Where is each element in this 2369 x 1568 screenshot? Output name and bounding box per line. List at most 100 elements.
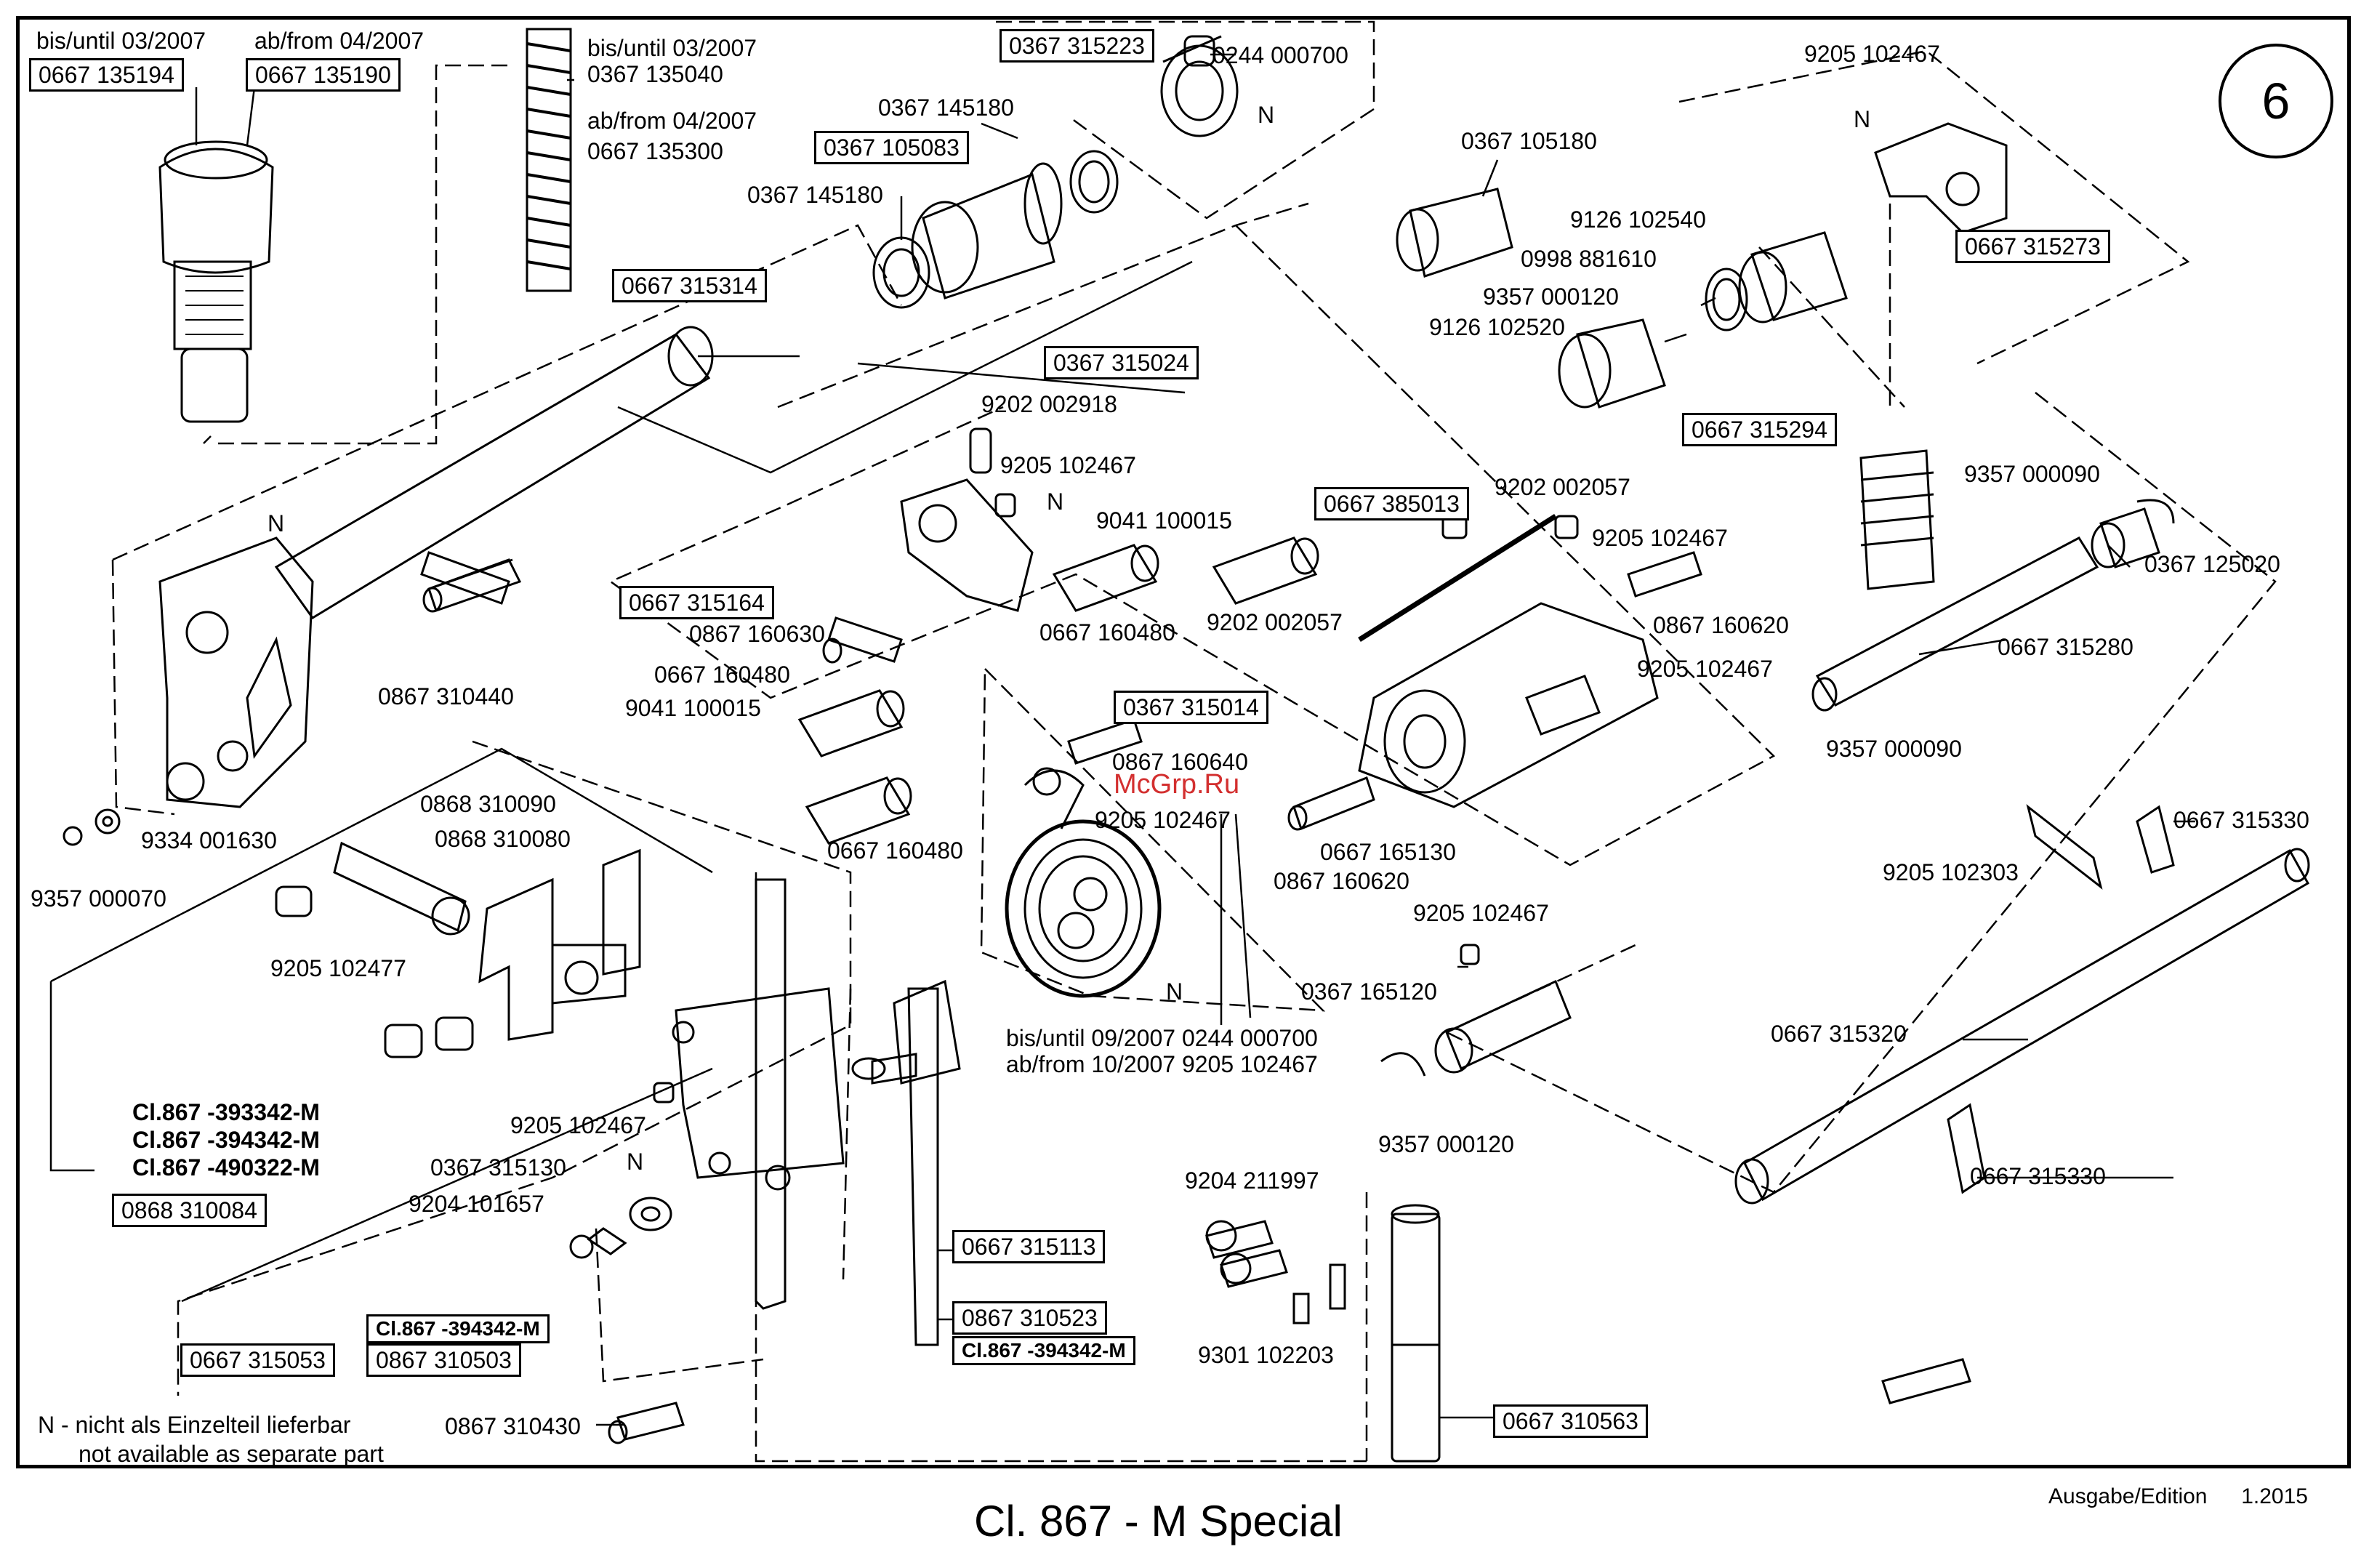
- part-9126-102540[interactable]: 9126 102540: [1570, 206, 1706, 233]
- part-0367-135040[interactable]: 0367 135040: [587, 61, 723, 87]
- sheet-number-badge: 6: [2219, 44, 2333, 158]
- bushing-group-top: [872, 35, 1239, 309]
- part-0367-125020[interactable]: 0367 125020: [2144, 551, 2280, 577]
- part-0868-310090[interactable]: 0868 310090: [420, 791, 556, 817]
- part-0667-135300[interactable]: 0667 135300: [587, 138, 723, 164]
- part-0867-160630[interactable]: 0867 160630: [689, 621, 825, 647]
- part-0667-315314[interactable]: 0667 315314: [612, 269, 767, 302]
- part-0367-165120[interactable]: 0367 165120: [1301, 978, 1437, 1005]
- part-0868-310084[interactable]: 0868 310084: [112, 1194, 267, 1227]
- part-9202-002057-a[interactable]: 9202 002057: [1207, 609, 1343, 635]
- part-9205-102467-e[interactable]: 9205 102467: [1095, 807, 1231, 833]
- knob-from-note: ab/from 04/2007: [254, 28, 425, 54]
- legend-line-1: N - nicht als Einzelteil lieferbar: [38, 1412, 351, 1438]
- part-0868-310080[interactable]: 0868 310080: [435, 826, 571, 852]
- part-0667-315280[interactable]: 0667 315280: [1998, 634, 2133, 660]
- part-9205-102467-b[interactable]: 9205 102467: [1000, 452, 1136, 478]
- class-box-1: Cl.867 -394342-M: [366, 1314, 550, 1343]
- sheet-number: 6: [2261, 73, 2290, 129]
- part-0667-315273[interactable]: 0667 315273: [1955, 230, 2110, 263]
- part-0867-160620-b[interactable]: 0867 160620: [1274, 868, 1409, 894]
- part-0667-315053[interactable]: 0667 315053: [180, 1343, 335, 1377]
- part-0244-000700[interactable]: 0244 000700: [1212, 42, 1348, 68]
- cam-from-note: ab/from 10/2007 9205 102467: [1006, 1051, 1318, 1077]
- part-9334-001630[interactable]: 9334 001630: [141, 827, 277, 853]
- part-9357-000120-b[interactable]: 9357 000120: [1378, 1131, 1514, 1157]
- part-9205-102477[interactable]: 9205 102477: [270, 955, 406, 981]
- spring-until-note: bis/until 03/2007: [587, 35, 757, 61]
- part-0367-315130[interactable]: 0367 315130: [430, 1154, 566, 1181]
- part-0667-160480-b[interactable]: 0667 160480: [654, 662, 790, 688]
- part-0867-310523[interactable]: 0867 310523: [952, 1301, 1107, 1335]
- part-9357-000090-b[interactable]: 9357 000090: [1826, 736, 1962, 762]
- cam-plate: [1005, 767, 1162, 998]
- pins: [420, 551, 1971, 1404]
- part-0667-385013[interactable]: 0667 385013: [1314, 487, 1469, 520]
- bottom-center-fasteners: [1205, 1204, 1441, 1463]
- part-0667-315294[interactable]: 0667 315294: [1682, 413, 1837, 446]
- part-9205-102467-c[interactable]: 9205 102467: [1592, 525, 1728, 551]
- part-9204-211997[interactable]: 9204 211997: [1185, 1167, 1319, 1194]
- callout-outlines: [49, 260, 1193, 1303]
- part-0367-315024[interactable]: 0367 315024: [1044, 346, 1199, 379]
- part-0367-315223[interactable]: 0367 315223: [1000, 29, 1154, 63]
- part-0667-315320[interactable]: 0667 315320: [1771, 1021, 1907, 1047]
- class-note-1: Cl.867 -393342-M: [132, 1099, 320, 1125]
- part-0667-315330-b[interactable]: 0667 315330: [1970, 1163, 2106, 1189]
- part-0867-310440[interactable]: 0867 310440: [378, 683, 514, 709]
- part-0667-315164[interactable]: 0667 315164: [619, 586, 774, 619]
- part-9126-102520[interactable]: 9126 102520: [1429, 314, 1565, 340]
- part-9205-102303[interactable]: 9205 102303: [1883, 859, 2019, 885]
- part-9357-000070[interactable]: 9357 000070: [31, 885, 166, 912]
- part-0667-160480-c[interactable]: 0667 160480: [827, 837, 963, 864]
- n-marker-collar: N: [1258, 102, 1275, 128]
- shaft-315320: [1734, 804, 2310, 1205]
- part-9202-002918[interactable]: 9202 002918: [981, 391, 1117, 417]
- part-0867-160620-a[interactable]: 0867 160620: [1653, 612, 1789, 638]
- slide-bracket: [275, 841, 641, 1058]
- legend-line-2: not available as separate part: [79, 1441, 384, 1467]
- bar-assembly: [672, 878, 961, 1346]
- part-9205-102467-g[interactable]: 9205 102467: [510, 1112, 646, 1138]
- link-pieces: [797, 536, 1319, 845]
- part-9041-100015-b[interactable]: 9041 100015: [625, 695, 761, 721]
- part-0667-310563[interactable]: 0667 310563: [1493, 1404, 1648, 1438]
- cam-until-note: bis/until 09/2007 0244 000700: [1006, 1025, 1318, 1051]
- middle-right-parts: [1380, 944, 1572, 1077]
- part-9205-102467-d[interactable]: 9205 102467: [1637, 656, 1773, 682]
- upper-right-parts: [1396, 122, 2008, 590]
- n-marker-clamp: N: [1047, 489, 1064, 515]
- edition-value: 1.2015: [2241, 1484, 2308, 1508]
- bottom-left-fasteners: [63, 808, 685, 1444]
- part-0867-310430[interactable]: 0867 310430: [445, 1413, 581, 1439]
- part-9204-101657[interactable]: 9204 101657: [409, 1191, 544, 1217]
- n-marker-top: N: [1854, 106, 1871, 132]
- part-0998-881610[interactable]: 0998 881610: [1521, 246, 1657, 272]
- part-9041-100015-a[interactable]: 9041 100015: [1096, 507, 1232, 534]
- class-note-3: Cl.867 -490322-M: [132, 1154, 320, 1181]
- part-9357-000120-a[interactable]: 9357 000120: [1483, 284, 1619, 310]
- knob-assembly: [158, 140, 274, 423]
- part-0367-315014[interactable]: 0367 315014: [1114, 691, 1268, 724]
- part-0667-160480-a[interactable]: 0667 160480: [1039, 619, 1175, 646]
- part-9205-102467-f[interactable]: 9205 102467: [1413, 900, 1549, 926]
- part-0667-315113[interactable]: 0667 315113: [952, 1230, 1106, 1263]
- part-0667-135194[interactable]: 0667 135194: [29, 58, 184, 92]
- pressure-spring: [526, 28, 572, 292]
- n-marker-cam: N: [1166, 978, 1183, 1005]
- part-0667-165130[interactable]: 0667 165130: [1320, 839, 1456, 865]
- part-0367-145180-b[interactable]: 0367 145180: [747, 182, 883, 208]
- part-9301-102203[interactable]: 9301 102203: [1198, 1342, 1334, 1368]
- part-0367-105083[interactable]: 0367 105083: [814, 131, 969, 164]
- watermark: McGrp.Ru: [1114, 769, 1240, 800]
- part-0867-160640[interactable]: 0867 160640: [1112, 749, 1248, 775]
- part-0667-135190[interactable]: 0667 135190: [246, 58, 401, 92]
- part-0367-145180-a[interactable]: 0367 145180: [878, 95, 1014, 121]
- part-9205-102467-top[interactable]: 9205 102467: [1804, 41, 1940, 67]
- part-9202-002057-b[interactable]: 9202 002057: [1495, 474, 1630, 500]
- part-0367-105180[interactable]: 0367 105180: [1461, 128, 1597, 154]
- part-9357-000090-a[interactable]: 9357 000090: [1964, 461, 2100, 487]
- part-0667-315330-a[interactable]: 0667 315330: [2173, 807, 2309, 833]
- part-0867-310503[interactable]: 0867 310503: [366, 1343, 521, 1377]
